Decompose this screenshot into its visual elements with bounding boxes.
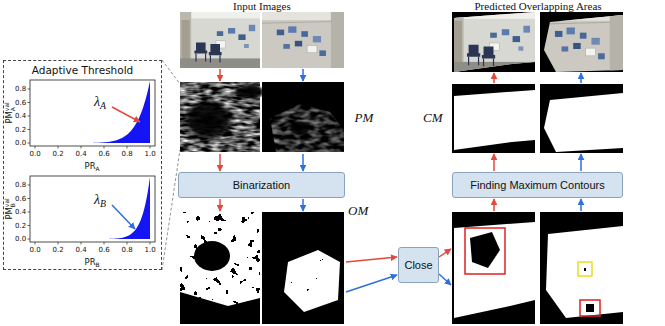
label-text: 0.2 [15,126,26,134]
label-text: 0.8 [15,181,26,189]
label-group: PRB [85,257,100,267]
label-text: PR [85,257,96,267]
label-text: PM [355,110,374,125]
label-group: 0.2 [15,126,26,134]
label-text: 0.4 [76,150,87,158]
label-text: 0.0 [30,150,41,158]
label-text: λ [94,94,100,109]
label-text: 0.6 [99,246,110,254]
label-group: OM [348,203,368,219]
label-text: Input Images [233,0,291,12]
label-text: PM [4,111,14,123]
plot-frame [30,80,155,146]
label-text: 0.4 [15,208,26,216]
label-text: 0.6 [15,99,26,107]
label-group: 0.0 [15,139,26,147]
label-group: 0.4 [76,150,87,158]
label-group: 0.4 [15,112,26,120]
node-text: Close [404,259,432,271]
super-sub: valA [3,102,15,111]
label-group: 1.0 [145,246,156,254]
label-text: 0.8 [122,246,133,254]
threshold-area [104,177,150,239]
label-group: 0.8 [15,181,26,189]
super-sub: valB [3,198,15,207]
process-box: Close [398,247,439,283]
label-group: PM [355,110,374,126]
label-group: PMvalB [3,198,15,219]
label-text: 1.0 [145,150,156,158]
label-text: 0.8 [15,85,26,93]
label-group: 0.6 [99,150,110,158]
dashed-panel: Adaptive Threshold [3,60,162,270]
plot-frame [30,176,155,242]
node-text: Adaptive Threshold [32,64,134,76]
contour-maps [452,84,623,153]
threshold-area [93,81,151,143]
closed-maps [452,212,623,324]
label-group: 0.6 [15,195,26,203]
label-group: 0.4 [76,246,87,254]
label-text: 1.0 [145,246,156,254]
label-group: 0.8 [122,150,133,158]
label-text: PR [85,161,96,171]
label-text: OM [348,203,368,218]
process-box: Binarization [178,172,345,198]
node-text: Binarization [233,179,290,191]
label-text: λ [94,192,100,207]
probability-maps [180,82,344,152]
label-text: A [96,165,100,172]
label-group: 0.2 [53,150,64,158]
label-text: A [100,100,106,111]
node-text: Finding Maximum Contours [470,179,605,191]
label-text: 0.6 [99,150,110,158]
label-text: PM [4,207,14,219]
label-group: PRA [85,161,100,171]
threshold-plots [28,80,156,245]
zoom-lines [162,60,180,270]
label-group: 0.4 [15,208,26,216]
label-group: CM [423,110,443,126]
label-group: 0.0 [30,150,41,158]
label-group: Input Images [233,0,291,12]
label-text: A [9,102,15,111]
label-group: 0.6 [15,99,26,107]
label-text: 0.2 [53,246,64,254]
label-group: 0.8 [122,246,133,254]
label-text: B [9,198,15,207]
label-text: 0.0 [15,139,26,147]
label-group: 0.2 [15,222,26,230]
label-text: 0.6 [15,195,26,203]
process-box: Finding Maximum Contours [452,172,623,198]
predicted-areas [452,12,623,72]
label-group: PMvalA [3,102,15,123]
input-photos [180,12,344,68]
label-group: 0.2 [53,246,64,254]
label-text: 0.4 [15,112,26,120]
label-text: CM [423,110,443,125]
label-text: 0.2 [15,222,26,230]
label-text: 0.0 [15,235,26,243]
label-group: λA [94,94,106,110]
label-text: 0.8 [122,150,133,158]
label-group: 0.0 [30,246,41,254]
label-text: 0.2 [53,150,64,158]
label-text: 0.4 [76,246,87,254]
label-group: 0.8 [15,85,26,93]
label-group: 1.0 [145,150,156,158]
label-text: B [96,261,100,268]
label-group: λB [94,192,106,208]
label-text: B [100,198,106,209]
label-group: 0.6 [99,246,110,254]
label-text: Predicted Overlapping Areas [475,0,602,12]
pointer-arrow [112,205,135,229]
binarized-maps [180,212,344,324]
label-text: val [3,102,9,111]
label-text: val [3,198,9,207]
pointer-arrow [112,107,140,122]
label-group: 0.0 [15,235,26,243]
label-group: Predicted Overlapping Areas [475,0,602,12]
label-text: 0.0 [30,246,41,254]
